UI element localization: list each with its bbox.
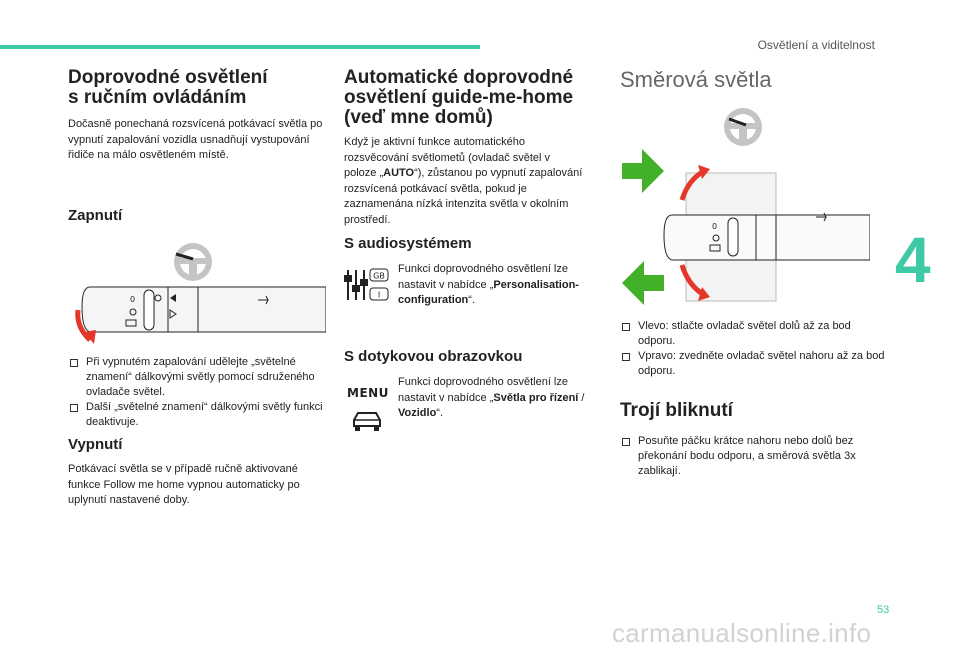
audio-settings-icon: GB I [344, 268, 389, 301]
page-number: 53 [877, 604, 890, 616]
gb-label: GB [373, 272, 385, 281]
list-item: Vlevo: stlačte ovladač světel dolů až za… [620, 319, 885, 349]
col1-title: Doprovodné osvětlení s ručním ovládáním [68, 68, 328, 108]
off-symbol: 0 [712, 222, 717, 231]
col2-title-line2: osvětlení guide-me-home [344, 87, 574, 108]
list-item: Další „světelné znamení“ dálkovými světl… [68, 400, 323, 430]
manual-stalk-diagram: 0 [75, 243, 326, 344]
col2-title-line3: (veď mne domů) [344, 107, 493, 128]
zapnuti-list: Při vypnutém zapalování udělejte „světel… [68, 355, 323, 430]
col1-intro: Dočasně ponechaná rozsvícená potkávací s… [68, 118, 323, 161]
list-item: Vpravo: zvedněte ovladač světel nahoru a… [620, 349, 885, 379]
turn-signal-diagram: 0 [622, 108, 870, 305]
car-icon [353, 412, 381, 431]
watermark: carmanualsonline.info [612, 618, 872, 648]
menu-label: MENU [347, 386, 389, 400]
troji-heading: Trojí bliknutí [620, 400, 733, 421]
audio-text: Funkci doprovodného osvětlení lze nastav… [398, 263, 579, 306]
left-arrow-icon [622, 261, 664, 305]
turn-signal-list: Vlevo: stlačte ovladač světel dolů až za… [620, 319, 885, 379]
i-label: I [378, 291, 380, 300]
vypnuti-text: Potkávací světla se v případě ručně akti… [68, 463, 300, 506]
chapter-number: 4 [895, 224, 931, 296]
col1-title-line2: s ručním ovládáním [68, 87, 247, 108]
vypnuti-heading: Vypnutí [68, 436, 123, 453]
right-arrow-icon [622, 149, 664, 193]
touch-text: Funkci doprovodného osvětlení lze nastav… [398, 376, 585, 419]
list-item: Při vypnutém zapalování udělejte „světel… [68, 355, 323, 400]
running-title: Osvětlení a viditelnost [757, 38, 875, 52]
zapnuti-heading: Zapnutí [68, 207, 123, 224]
header-accent-bar [0, 45, 480, 49]
audio-heading: S audiosystémem [344, 235, 472, 252]
col2-title-line1: Automatické doprovodné [344, 67, 574, 88]
down-arrow-icon [75, 309, 92, 342]
steering-wheel-icon [724, 108, 762, 146]
col2-title: Automatické doprovodné osvětlení guide-m… [344, 68, 594, 128]
troji-list: Posuňte páčku krátce nahoru nebo dolů be… [620, 434, 885, 479]
steering-wheel-icon [174, 243, 212, 281]
lighting-stalk-icon: 0 [81, 286, 326, 333]
col2-intro: Když je aktivní funkce automatického roz… [344, 136, 583, 226]
lighting-stalk-icon: 0 [663, 212, 870, 261]
col3-title: Směrová světla [620, 67, 772, 92]
touch-heading: S dotykovou obrazovkou [344, 348, 523, 365]
col1-title-line1: Doprovodné osvětlení [68, 67, 268, 88]
list-item: Posuňte páčku krátce nahoru nebo dolů be… [620, 434, 885, 479]
off-symbol: 0 [130, 295, 135, 304]
